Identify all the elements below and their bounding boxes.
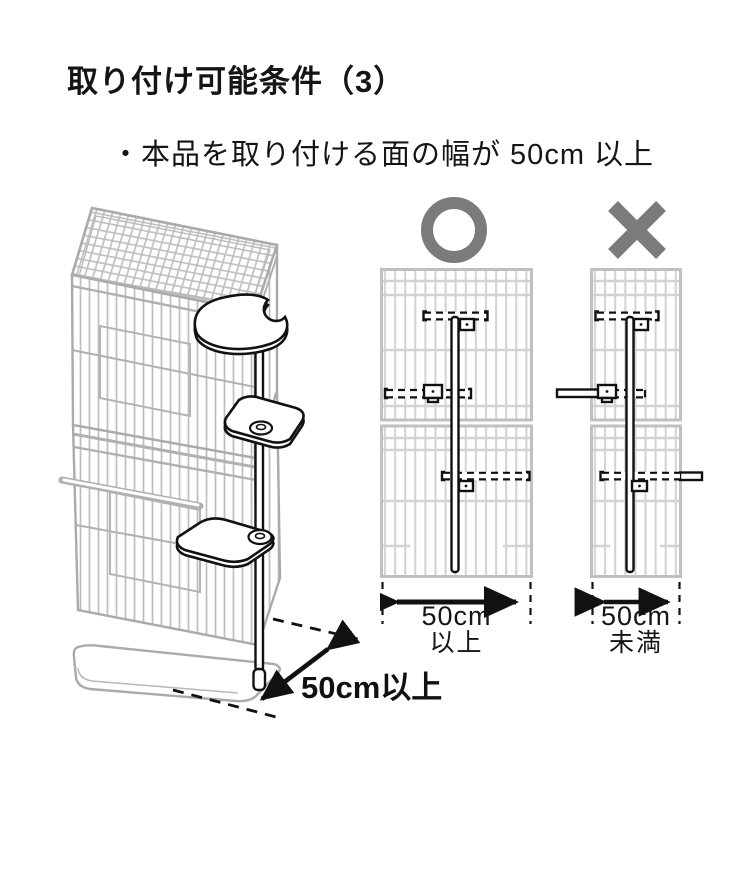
floor-measurement: [172, 617, 361, 720]
pole-foot: [252, 667, 267, 692]
ng-clip-dots: [605, 323, 643, 488]
page-title: 取り付け可能条件（3）: [67, 64, 406, 99]
ok-width-measure: [380, 582, 532, 624]
ok-panel-steps: [383, 310, 531, 574]
cage-lower-front: [58, 423, 260, 647]
ok-circle-icon: [421, 197, 487, 263]
ng-cross-icon: [608, 201, 666, 259]
ng-width-label: 50cm 未満: [574, 602, 698, 657]
ng-width-value: 50cm: [600, 601, 672, 631]
cage-base-tray: [72, 644, 281, 703]
floor-width-label: 50cm以上: [301, 670, 443, 705]
pole: [254, 300, 265, 672]
ok-width-label: 50cm 以上: [380, 602, 533, 657]
ok-pole: [450, 315, 460, 574]
cage-illustration: [58, 206, 361, 720]
middle-step: [223, 395, 305, 449]
diagonal-width-arrow: [259, 619, 361, 701]
ng-pole: [625, 315, 635, 574]
ok-panel-diagram: [380, 268, 533, 624]
ng-bottom-step-bar: [599, 470, 704, 482]
condition-text: ・本品を取り付ける面の幅が 50cm 以上: [111, 139, 655, 171]
top-step: [193, 293, 289, 356]
bottom-step: [175, 517, 275, 569]
ng-panel-diagram: [555, 268, 704, 624]
ok-clip-dots: [431, 323, 469, 488]
ng-panel-steps: [555, 310, 704, 574]
step-pole-unit: [175, 293, 305, 692]
ng-panel-lower-grid: [590, 424, 682, 578]
ok-width-qualifier: 以上: [429, 629, 484, 657]
ng-width-measure: [574, 582, 681, 624]
ok-width-value: 50cm: [421, 601, 492, 631]
ng-width-qualifier: 未満: [608, 629, 663, 657]
